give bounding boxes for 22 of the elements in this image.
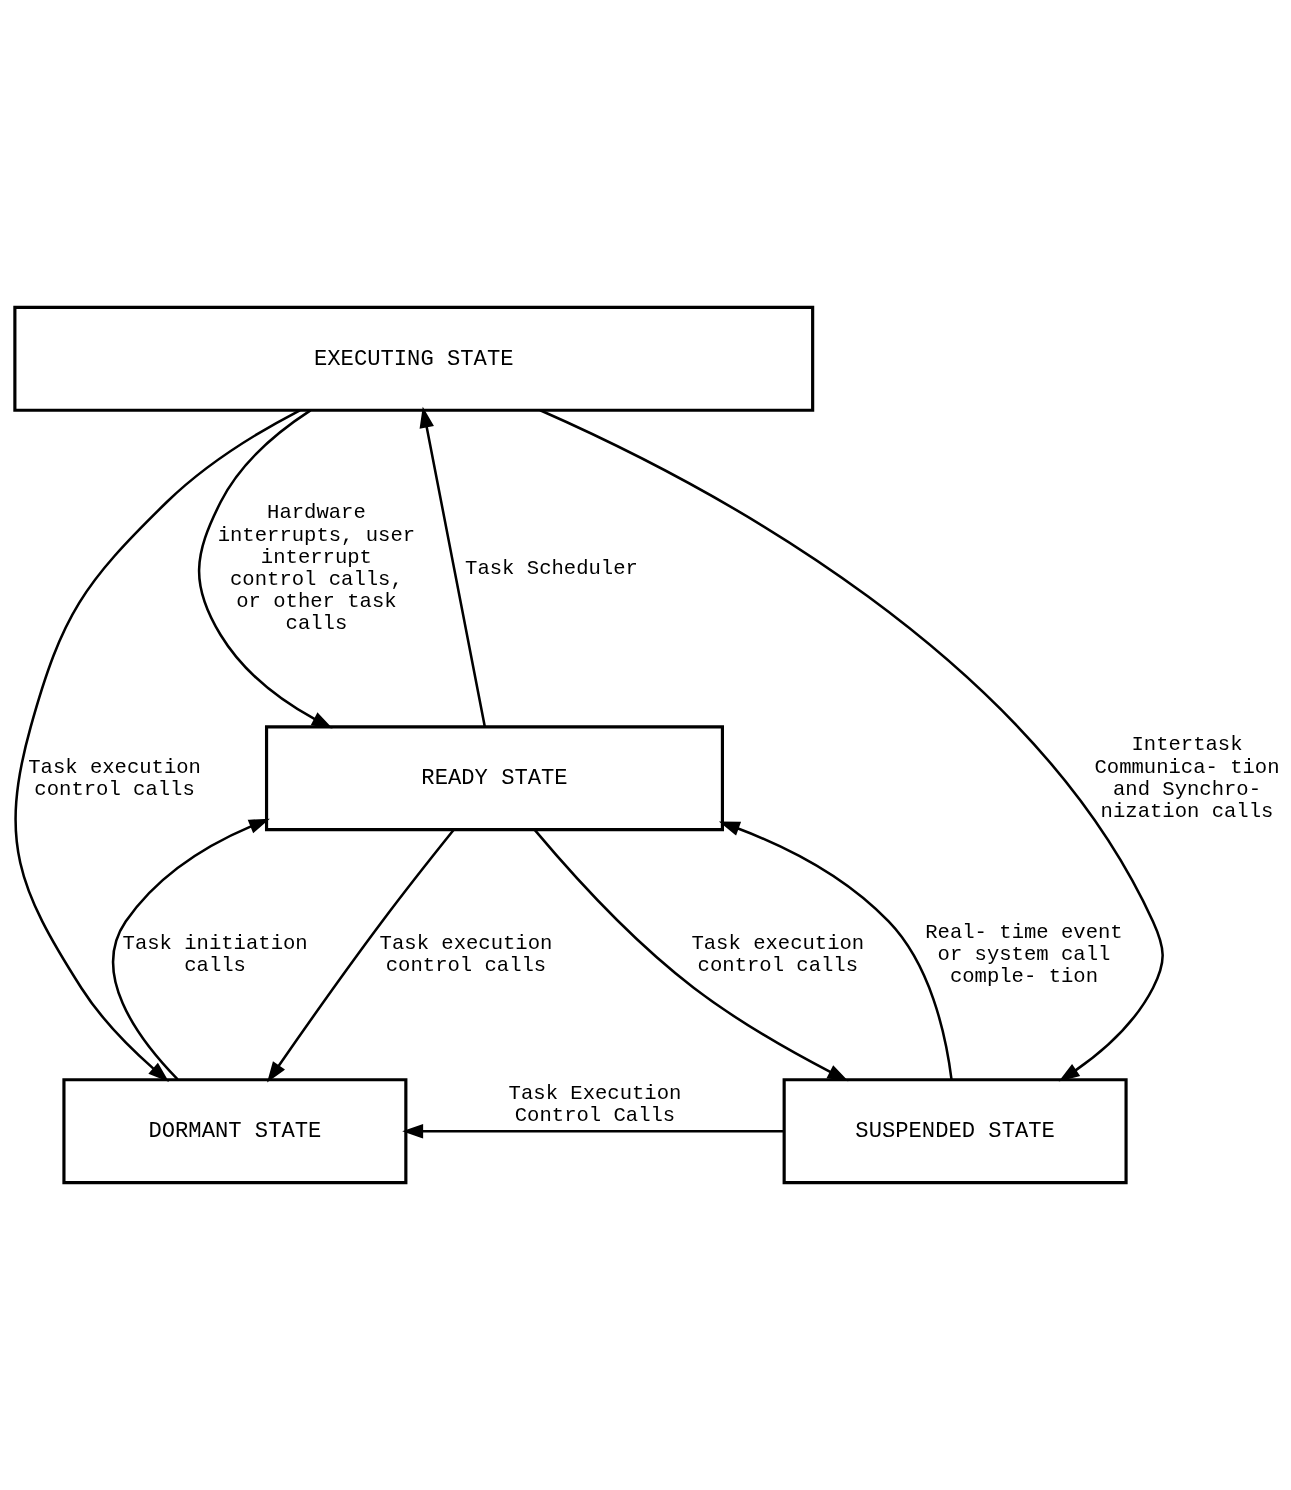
arrow [197, 409, 333, 729]
arrow [267, 829, 455, 1083]
node-box: SUSPENDED STATE [782, 1078, 1128, 1185]
arrow [14, 409, 301, 1082]
edge-label: Real- time event or system call comple- tion [925, 920, 1123, 989]
edge-label: Task initiation calls [122, 932, 308, 978]
node-box: DORMANT STATE [62, 1078, 408, 1185]
edge-label: Task Execution Control Calls [508, 1081, 682, 1127]
edge-label: Intertask Communica- tion and Synchro- nization calls [1094, 733, 1280, 823]
arrow [111, 818, 270, 1081]
arrow [533, 829, 849, 1082]
edge-label: Task execution control calls [28, 755, 201, 801]
edge-label: Hardware interrupts, user interrupt control calls, or other task calls [217, 501, 416, 636]
arrow [718, 821, 953, 1080]
edge-label: Task execution control calls [691, 932, 865, 978]
edge-label: Task Scheduler [465, 556, 638, 580]
arrow [419, 406, 486, 727]
arrow [539, 409, 1164, 1082]
edge-label: Task execution control calls [379, 932, 553, 978]
arrow [402, 1123, 784, 1139]
node-box: READY STATE [264, 725, 724, 832]
node-box: EXECUTING STATE [13, 305, 815, 412]
